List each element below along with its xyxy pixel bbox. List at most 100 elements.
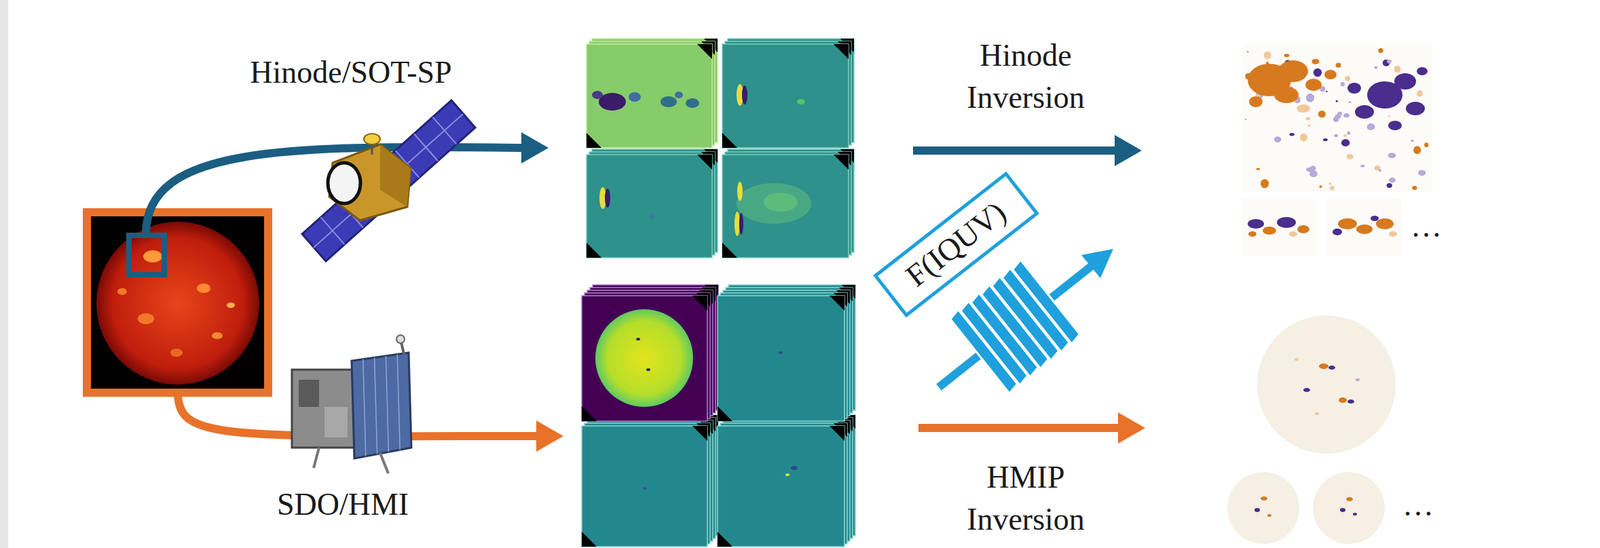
spot xyxy=(737,181,743,201)
field-blob xyxy=(1325,90,1328,93)
field-blob xyxy=(1340,82,1345,87)
field-blob xyxy=(1310,165,1317,172)
field-blob xyxy=(1274,136,1282,143)
field-blob xyxy=(1306,117,1311,121)
field-blob xyxy=(1333,134,1338,138)
network-layer xyxy=(1012,259,1081,345)
spot xyxy=(763,192,798,212)
arrow-head xyxy=(1081,249,1114,279)
data-tile xyxy=(717,426,845,548)
field-blob xyxy=(1254,508,1260,513)
field-blob xyxy=(1323,138,1328,142)
panel-grid xyxy=(313,114,463,248)
field-blob xyxy=(1337,218,1357,230)
field-blob xyxy=(1294,358,1299,362)
antenna xyxy=(363,133,381,145)
spot xyxy=(741,85,748,105)
corner-mask xyxy=(586,243,602,258)
leg xyxy=(313,448,320,469)
spot xyxy=(604,188,611,208)
panel-grid xyxy=(397,354,400,451)
instrument-label: Hinode/SOT-SP xyxy=(249,51,452,94)
data-tile xyxy=(581,426,708,548)
field-blob xyxy=(1244,118,1248,121)
field-blob xyxy=(1346,154,1353,160)
data-tile xyxy=(722,154,849,258)
field-blob xyxy=(1318,363,1329,370)
field-blob xyxy=(1335,62,1342,68)
panel-grid xyxy=(363,359,366,457)
data-tile xyxy=(586,44,713,148)
arrow-head xyxy=(536,420,564,453)
field-blob xyxy=(1283,53,1290,58)
field-blob xyxy=(1260,496,1268,501)
corner-mask xyxy=(581,406,597,422)
corner-mask xyxy=(692,295,708,311)
field-blob xyxy=(1296,104,1311,113)
field-blob xyxy=(1347,399,1355,404)
corner-mask xyxy=(717,406,733,422)
field-blob xyxy=(1356,224,1373,235)
sun-frame xyxy=(86,212,269,394)
spot xyxy=(790,466,798,471)
corner-mask xyxy=(833,44,849,60)
field-blob xyxy=(1309,170,1318,178)
field-blob xyxy=(1411,185,1417,191)
field-blob xyxy=(1278,60,1309,83)
field-blob xyxy=(1248,231,1257,237)
field-blob xyxy=(1394,65,1402,73)
field-blob xyxy=(1318,185,1322,189)
spot xyxy=(628,92,641,102)
spot xyxy=(736,183,812,225)
spot xyxy=(739,213,744,235)
spot xyxy=(591,90,603,100)
field-blob xyxy=(1413,145,1421,155)
panel-grid xyxy=(374,357,378,455)
field-blob xyxy=(1388,115,1391,118)
field-blob xyxy=(1346,131,1351,136)
spot xyxy=(778,351,783,355)
sun-region xyxy=(226,302,235,309)
spot xyxy=(734,211,740,237)
sun-region xyxy=(170,348,183,358)
instrument-label: SDO/HMI xyxy=(276,484,409,527)
field-blob xyxy=(1306,93,1315,103)
field-map xyxy=(1241,198,1317,256)
sun-disc xyxy=(96,221,260,385)
field-blob xyxy=(1388,231,1398,237)
field-blob xyxy=(1388,177,1396,184)
sun-region xyxy=(117,288,127,296)
field-blob xyxy=(1378,48,1383,53)
field-blob xyxy=(1373,66,1378,70)
spot xyxy=(636,338,641,341)
telescope xyxy=(327,162,361,204)
region-box xyxy=(128,235,165,275)
data-tile xyxy=(586,154,713,258)
orange-arrow xyxy=(918,424,1121,433)
disc-map xyxy=(1312,472,1385,545)
field-blob xyxy=(1360,164,1365,168)
leg xyxy=(380,453,389,474)
field-blob xyxy=(1260,179,1269,189)
corner-mask xyxy=(722,133,738,148)
field-blob xyxy=(1418,170,1426,176)
field-blob xyxy=(1343,113,1350,118)
process-label: Hinode Inversion xyxy=(937,34,1114,119)
satellite-shade xyxy=(380,144,411,208)
field-blob xyxy=(1274,86,1299,104)
sun-region xyxy=(196,283,211,294)
corner-mask xyxy=(586,133,602,148)
solar-disc xyxy=(595,309,694,408)
mast-top xyxy=(396,335,405,344)
field-blob xyxy=(1347,82,1362,94)
spot xyxy=(648,215,655,220)
field-blob xyxy=(1329,182,1332,186)
function-label: F(IQUV) xyxy=(898,194,1013,294)
ellipsis: … xyxy=(1410,205,1442,248)
field-blob xyxy=(1394,73,1417,90)
page-edge-bar xyxy=(0,0,9,548)
field-blob xyxy=(1378,169,1382,172)
data-tile xyxy=(581,295,708,422)
field-blob xyxy=(1338,397,1347,404)
field-blob xyxy=(1267,514,1272,518)
